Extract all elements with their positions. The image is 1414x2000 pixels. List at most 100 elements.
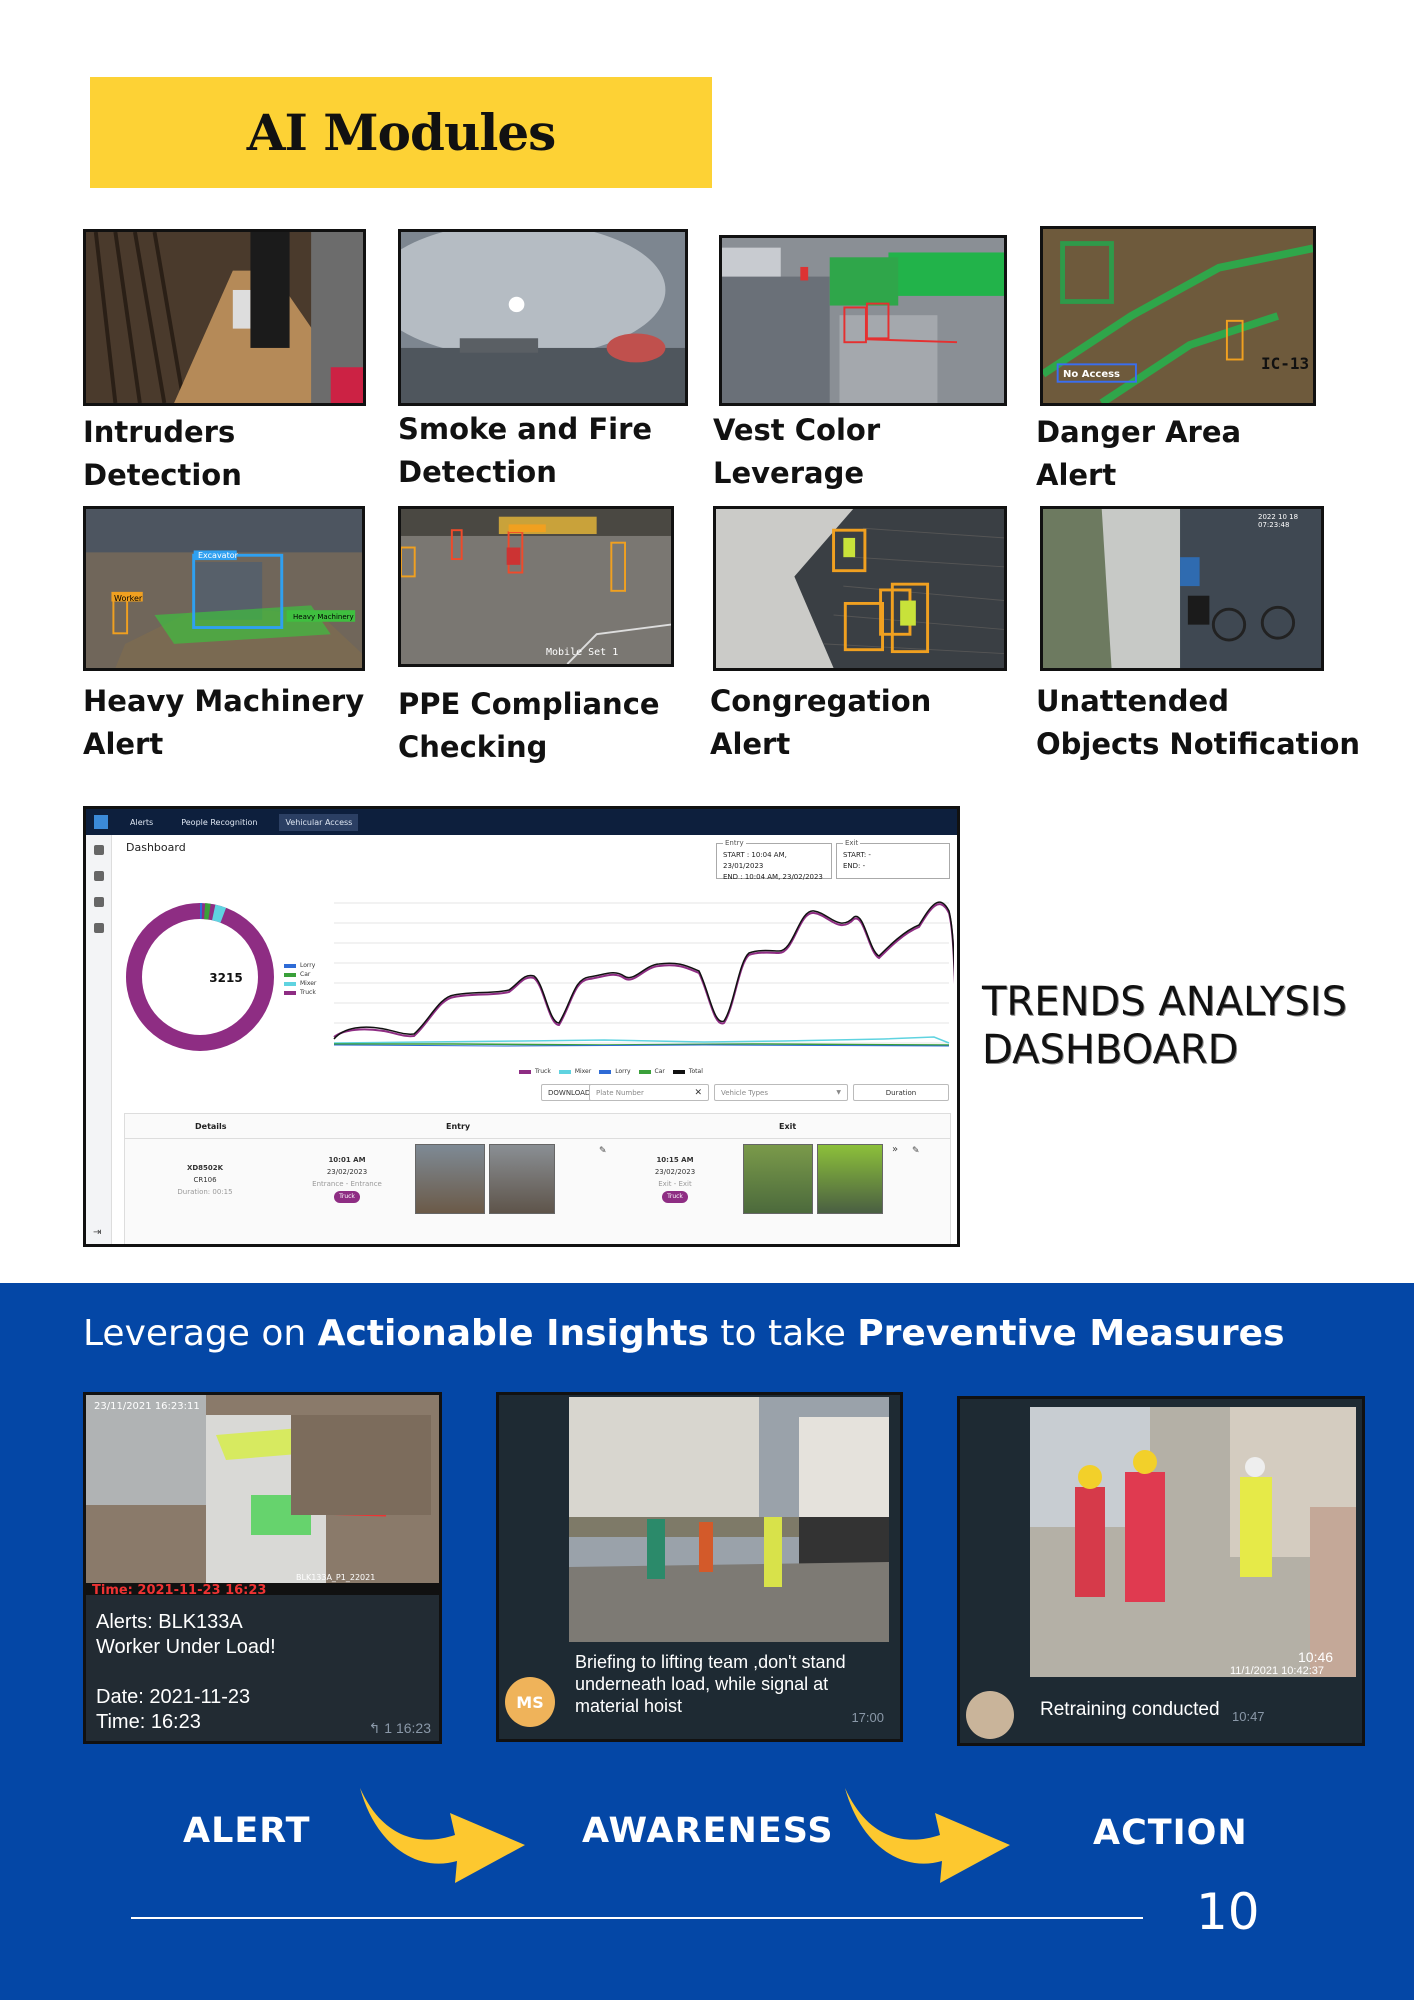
- trend-line-car: [334, 1043, 950, 1046]
- gear-icon[interactable]: [93, 923, 104, 933]
- home-icon[interactable]: [93, 871, 104, 881]
- row-details: XD8502K CR106 Duration: 00:15: [177, 1164, 233, 1196]
- mobile-set-overlay: Mobile Set 1: [546, 647, 619, 658]
- action-message-card: 10:46 11/1/2021 10:42:37 Retraining cond…: [957, 1396, 1365, 1746]
- alert-message-card: 23/11/2021 16:23:11 BLK133A_P1_22021 Tim…: [83, 1392, 442, 1744]
- donut-legend: Lorry Car Mixer Truck: [284, 961, 316, 997]
- trend-line-chart: [333, 901, 954, 1047]
- row-entry: 10:01 AM 23/02/2023 Entrance - Entrance …: [307, 1154, 387, 1203]
- col-details: Details: [195, 1122, 227, 1131]
- retraining-time: 10:47: [1232, 1709, 1265, 1724]
- alert-stamp: 23/11/2021 16:23:11: [94, 1401, 200, 1412]
- donut-total: 3215: [209, 971, 243, 985]
- plate-number-input[interactable]: Plate Number ✕: [589, 1084, 709, 1101]
- worker-overlay: Worker: [114, 594, 143, 603]
- exit-range-box[interactable]: Exit START: - END: -: [836, 838, 950, 879]
- trend-line-lorry: [333, 1044, 950, 1047]
- entry-photo-2[interactable]: [489, 1144, 555, 1214]
- retraining-photo: [1030, 1407, 1356, 1677]
- alert-text: Alerts: BLK133A Worker Under Load! Date:…: [96, 1611, 276, 1733]
- retraining-stamp-date: 11/1/2021 10:42:37: [1230, 1665, 1324, 1677]
- nav-alerts[interactable]: Alerts: [130, 817, 154, 827]
- dashboard-top-nav: Alerts People Recognition Vehicular Acce…: [86, 809, 957, 835]
- trends-analysis-heading: TRENDS ANALYSIS DASHBOARD: [982, 979, 1347, 1073]
- col-entry: Entry: [446, 1122, 471, 1131]
- trends-dashboard-screenshot: Alerts People Recognition Vehicular Acce…: [83, 806, 960, 1247]
- heavy-machinery-overlay: Heavy Machinery: [293, 613, 354, 621]
- nav-vehicular-access[interactable]: Vehicular Access: [279, 813, 359, 831]
- alert-time-overlay: Time: 2021-11-23 16:23: [92, 1583, 267, 1598]
- trend-line-truck: [333, 903, 954, 1038]
- donut-slice-mixer: [126, 903, 274, 1051]
- vehicle-types-select[interactable]: Vehicle Types ▼: [714, 1084, 848, 1101]
- ms-avatar[interactable]: MS: [505, 1677, 555, 1727]
- logout-icon[interactable]: ⇥: [93, 1227, 102, 1238]
- dashboard-sidebar: [86, 835, 112, 1244]
- download-button[interactable]: DOWNLOAD: [541, 1084, 598, 1101]
- entry-range-box[interactable]: Entry START : 10:04 AM, 23/01/2023 END :…: [716, 838, 832, 881]
- insights-headline: Leverage on Actionable Insights to take …: [83, 1313, 1285, 1354]
- clear-icon[interactable]: ✕: [694, 1087, 702, 1098]
- exit-edit-icon[interactable]: ✎: [912, 1146, 920, 1156]
- retraining-text: Retraining conducted: [1040, 1699, 1220, 1720]
- camera-icon[interactable]: [93, 845, 104, 855]
- smoke-fire-detection-image: [398, 229, 688, 406]
- unattended-objects-image: 2022 10 18 07:23:48: [1040, 506, 1324, 671]
- line-legend: Truck Mixer Lorry Car Total: [519, 1067, 703, 1076]
- arrow-right-icon: [360, 1788, 525, 1883]
- step-action: ACTION: [1093, 1813, 1248, 1853]
- step-alert: ALERT: [183, 1811, 311, 1851]
- ppe-compliance-image: Mobile Set 1: [398, 506, 674, 667]
- user-avatar[interactable]: [966, 1691, 1014, 1739]
- dashboard-title: Dashboard: [126, 841, 186, 854]
- nav-people-recognition[interactable]: People Recognition: [181, 817, 258, 827]
- expand-icon[interactable]: »: [892, 1144, 899, 1155]
- no-access-overlay: No Access: [1063, 369, 1121, 380]
- ic-code-overlay: IC-13: [1261, 354, 1310, 373]
- awareness-message-card: MS Briefing to lifting team ,don't stand…: [496, 1392, 903, 1742]
- entry-photo-1[interactable]: [415, 1144, 485, 1214]
- intruders-detection-image: [83, 229, 366, 406]
- trend-line-total: [333, 901, 954, 1040]
- alert-meta: ↰ 1 16:23: [368, 1720, 431, 1736]
- briefing-time: 17:00: [851, 1710, 884, 1725]
- entry-edit-icon[interactable]: ✎: [599, 1146, 607, 1156]
- cam-time-overlay: 2022 10 18 07:23:48: [1258, 513, 1299, 529]
- monitor-icon[interactable]: [93, 897, 104, 907]
- dashboard-logo-icon: [94, 815, 108, 829]
- footer-divider: [131, 1917, 1143, 1919]
- arrow-right-icon: [845, 1788, 1010, 1883]
- excavator-overlay: Excavator: [198, 551, 238, 560]
- row-exit: 10:15 AM 23/02/2023 Exit - Exit Truck: [635, 1154, 715, 1203]
- congregation-image: [713, 506, 1007, 671]
- donut-slice-car: [126, 903, 274, 1051]
- vest-color-image: [719, 235, 1007, 406]
- vehicle-donut-chart: [126, 903, 274, 1051]
- briefing-photo: [569, 1397, 889, 1642]
- col-exit: Exit: [779, 1122, 797, 1131]
- page-title: AI Modules: [246, 103, 557, 162]
- heavy-machinery-image: Excavator Worker Heavy Machinery: [83, 506, 365, 671]
- retraining-stamp-time: 10:46: [1298, 1649, 1334, 1665]
- page-number: 10: [1196, 1883, 1260, 1941]
- alert-cam-label: BLK133A_P1_22021: [296, 1573, 376, 1582]
- alert-camera-image: [86, 1395, 439, 1595]
- title-banner: AI Modules: [90, 77, 712, 188]
- chevron-down-icon: ▼: [836, 1089, 841, 1096]
- actionable-insights-section: Leverage on Actionable Insights to take …: [0, 1283, 1414, 2000]
- duration-field[interactable]: Duration: [853, 1084, 949, 1101]
- briefing-text: Briefing to lifting team ,don't stand un…: [575, 1652, 846, 1716]
- exit-photo-1[interactable]: [743, 1144, 813, 1214]
- vehicle-access-table: Details Entry Exit XD8502K CR106 Duratio…: [124, 1113, 951, 1244]
- step-awareness: AWARENESS: [582, 1811, 834, 1851]
- exit-photo-2[interactable]: [817, 1144, 883, 1214]
- donut-slice-lorry: [126, 903, 274, 1051]
